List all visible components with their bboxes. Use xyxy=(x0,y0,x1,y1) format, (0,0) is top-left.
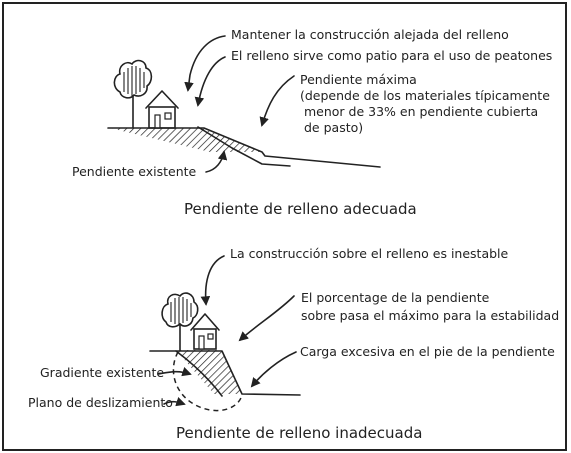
house-icon xyxy=(190,313,220,350)
label-gradient: Gradiente existente xyxy=(40,365,164,380)
label-exceeds-2: sobre pasa el máximo para la estabilidad xyxy=(301,308,559,323)
top-diagram: Mantener la construcción alejada del rel… xyxy=(72,27,552,218)
label-patio: El relleno sirve como patio para el uso … xyxy=(231,48,552,63)
arrow-keep-away xyxy=(184,35,226,92)
arrow-unstable xyxy=(200,255,225,306)
label-max-slope-1: Pendiente máxima xyxy=(300,72,417,87)
label-excess-load: Carga excesiva en el pie de la pendiente xyxy=(300,344,555,359)
steep-fill-hatch xyxy=(176,350,242,394)
fill-slope-hatch xyxy=(110,128,262,152)
fill-surface-line xyxy=(107,127,381,168)
label-max-slope-4: de pasto) xyxy=(304,120,363,135)
caption-top: Pendiente de relleno adecuada xyxy=(184,200,417,218)
arrow-excess-load xyxy=(250,351,297,388)
label-max-slope-3: menor de 33% en pendiente cubierta xyxy=(304,104,538,119)
existing-gradient-line xyxy=(175,350,223,397)
arrow-existing xyxy=(205,150,228,173)
label-existing-slope: Pendiente existente xyxy=(72,164,197,179)
caption-bottom: Pendiente de relleno inadecuada xyxy=(176,424,422,442)
label-slip-plane: Plano de deslizamiento xyxy=(28,395,173,410)
steep-fill-surface xyxy=(149,350,301,396)
tree-icon xyxy=(161,292,199,351)
tree-icon xyxy=(113,59,153,129)
arrow-gradient xyxy=(157,367,192,377)
arrow-patio xyxy=(194,56,226,107)
arrow-max-slope xyxy=(259,75,295,127)
label-unstable: La construcción sobre el relleno es ines… xyxy=(230,246,509,261)
label-max-slope-2: (depende de los materiales típicamente xyxy=(300,88,550,103)
slip-plane-curve xyxy=(172,351,243,412)
bottom-diagram: La construcción sobre el relleno es ines… xyxy=(28,246,559,442)
label-exceeds-1: El porcentage de la pendiente xyxy=(301,290,490,305)
arrow-exceeds xyxy=(238,295,295,342)
house-icon xyxy=(145,90,179,129)
arrow-slip-plane xyxy=(163,397,186,407)
label-keep-away: Mantener la construcción alejada del rel… xyxy=(231,27,509,42)
existing-slope-line xyxy=(197,126,291,167)
